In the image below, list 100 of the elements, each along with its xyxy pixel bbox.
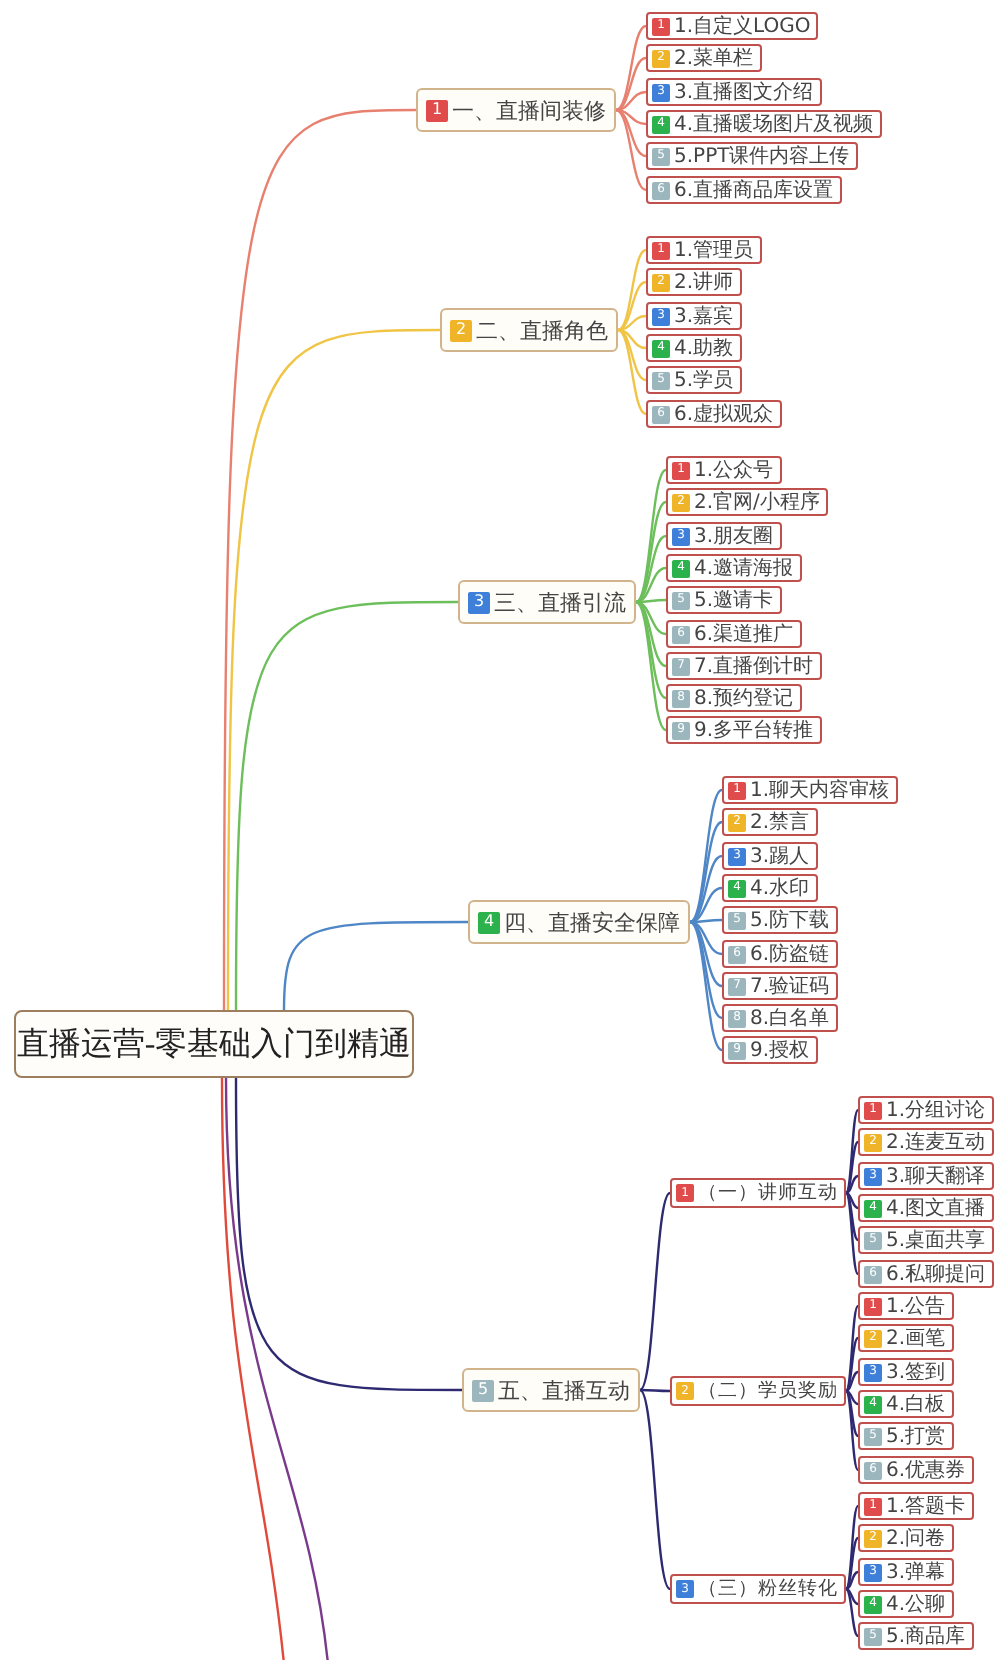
connector-line (845, 1370, 859, 1393)
connector-line (845, 1141, 859, 1194)
item-label: 4.图文直播 (886, 1195, 986, 1222)
topic-box (462, 1368, 640, 1412)
connector-line (689, 789, 723, 923)
item-label: 2.连麦互动 (886, 1129, 986, 1156)
connector-line (617, 328, 647, 382)
number-badge: 5 (472, 1379, 494, 1401)
connector-line (617, 328, 647, 416)
item-label: 4.邀请海报 (694, 555, 794, 582)
connector-line (635, 600, 667, 668)
item-box (666, 522, 782, 550)
item-box (666, 684, 802, 712)
item-label: 5.打赏 (886, 1423, 946, 1450)
item-box (722, 776, 898, 804)
item-label: 5.学员 (674, 368, 734, 394)
subtopic-label: （一）讲师互动 (698, 1180, 838, 1206)
connector-line (617, 328, 647, 350)
item-box (858, 1622, 974, 1650)
item-box (646, 142, 858, 170)
connector-line (845, 1191, 859, 1210)
item-label: 3.签到 (886, 1360, 946, 1386)
item-box (722, 842, 818, 870)
item-box (858, 1390, 954, 1418)
item-label: 1.答题卡 (886, 1493, 966, 1520)
connector-line (845, 1192, 859, 1275)
item-box (858, 1096, 994, 1124)
item-box (666, 586, 782, 614)
item-box (858, 1324, 954, 1352)
item-label: 2.禁言 (750, 809, 810, 836)
item-label: 2.讲师 (674, 269, 734, 296)
connector-line (689, 920, 723, 1020)
connector-line (224, 1077, 330, 1660)
connector-line (282, 920, 468, 1011)
connector-line (845, 1588, 859, 1637)
item-label: 2.问卷 (886, 1526, 946, 1552)
item-box (646, 302, 742, 330)
item-label: 8.白名单 (750, 1005, 830, 1032)
item-box (858, 1128, 994, 1156)
connector-line (635, 566, 667, 604)
item-label: 3.弹幕 (886, 1559, 946, 1586)
number-badge: 4 (478, 911, 500, 933)
connector-line (226, 328, 440, 1010)
item-label: 3.聊天翻译 (886, 1163, 986, 1190)
topic-label: 五、直播互动 (498, 1375, 630, 1405)
item-label: 7.验证码 (750, 974, 830, 1000)
connector-line (845, 1587, 859, 1606)
item-box (858, 1260, 994, 1288)
item-box (722, 1036, 818, 1064)
item-label: 1.管理员 (674, 238, 754, 264)
connector-line (635, 534, 667, 604)
topic-label: 二、直播角色 (476, 315, 608, 345)
item-box (722, 874, 818, 902)
item-label: 1.分组讨论 (886, 1097, 986, 1124)
item-label: 4.白板 (886, 1391, 946, 1418)
number-badge: 3 (468, 591, 490, 613)
item-label: 2.菜单栏 (674, 45, 754, 72)
connector-line (636, 598, 666, 604)
connector-line (615, 90, 647, 112)
connector-line (617, 248, 647, 332)
item-box (858, 1292, 954, 1320)
item-box (666, 488, 828, 516)
item-label: 5.邀请卡 (694, 587, 774, 614)
item-box (858, 1558, 954, 1586)
item-box (858, 1162, 994, 1190)
connector-line (689, 921, 723, 1051)
connector-line (845, 1337, 859, 1392)
item-box (666, 456, 782, 484)
item-label: 2.画笔 (886, 1326, 946, 1352)
item-label: 2.官网/小程序 (694, 489, 820, 516)
connector-line (689, 886, 723, 924)
item-box (646, 334, 742, 362)
item-label: 5.PPT课件内容上传 (674, 143, 850, 170)
subtopic-box (670, 1376, 846, 1406)
item-box (858, 1524, 954, 1552)
subtopic-label: （三）粉丝转化 (698, 1576, 838, 1602)
item-box (858, 1590, 954, 1618)
item-box (858, 1492, 974, 1520)
number-badge: 1 (426, 99, 448, 121)
connector-line (689, 854, 723, 924)
topic-box (416, 88, 616, 132)
connector-line (689, 820, 723, 924)
connector-line (845, 1174, 859, 1195)
connector-line (617, 314, 647, 332)
connector-line (234, 600, 458, 1010)
item-box (646, 44, 762, 72)
item-box (858, 1194, 994, 1222)
item-label: 9.多平台转推 (694, 717, 814, 744)
number-badge: 2 (450, 319, 472, 341)
topic-label: 一、直播间装修 (452, 95, 606, 125)
item-label: 7.直播倒计时 (694, 653, 814, 680)
item-box (722, 906, 838, 934)
topic-box (458, 580, 636, 624)
item-label: 4.水印 (750, 875, 810, 902)
item-label: 9.授权 (750, 1037, 810, 1064)
connector-line (635, 600, 667, 636)
connector-line (639, 1389, 671, 1590)
connector-line (690, 918, 722, 924)
connector-line (635, 601, 667, 731)
connector-line (635, 600, 667, 700)
